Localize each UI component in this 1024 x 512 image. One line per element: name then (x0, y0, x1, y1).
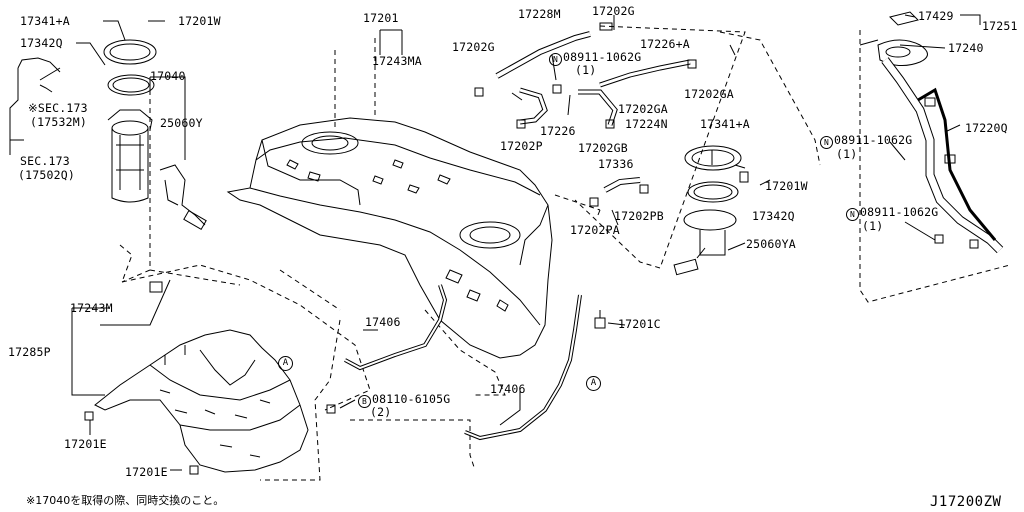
callout-sec173-a: ※SEC.173 (28, 101, 88, 115)
callout-17243ma: 17243MA (372, 54, 422, 68)
callout-17202gb: 17202GB (578, 141, 628, 155)
dashed-outlines (120, 26, 1010, 480)
callout-17202ga-a: 17202GA (684, 87, 734, 101)
ref-a-right: A (586, 374, 602, 391)
callout-17228m: 17228M (518, 7, 561, 21)
heat-insulator (85, 282, 335, 474)
fuel-tank-illustration (228, 118, 552, 358)
callout-25060y: 25060Y (160, 116, 203, 130)
callout-17336: 17336 (598, 157, 634, 171)
note-mark: ※ (28, 101, 38, 115)
callout-17341a-right: 17341+A (700, 117, 750, 131)
callout-17202p: 17202P (500, 139, 543, 153)
nut-symbol: N (820, 136, 833, 149)
callout-17040: 17040 (150, 69, 186, 83)
callout-sec173-b: SEC.173 (20, 154, 70, 168)
callout-sec173-b-sub: (17502Q) (18, 168, 75, 182)
fuel-tank-straps (345, 285, 605, 438)
callout-17201: 17201 (363, 11, 399, 25)
callout-n08911-c-qty: (1) (862, 219, 884, 233)
callout-17406-b: 17406 (490, 382, 526, 396)
callout-n08911-a-qty: (1) (575, 63, 597, 77)
callout-17202ga-b: 17202GA (618, 102, 668, 116)
callout-17202g-b: 17202G (592, 4, 635, 18)
callout-17224n: 17224N (625, 117, 668, 131)
callout-17226a: 17226+A (640, 37, 690, 51)
filler-tube (860, 12, 1000, 250)
callout-25060ya: 25060YA (746, 237, 796, 251)
callout-17220q: 17220Q (965, 121, 1008, 135)
callout-17201e-b: 17201E (125, 465, 168, 479)
callout-17202pb: 17202PB (614, 209, 664, 223)
breather-hoses (475, 23, 696, 206)
fuel-pump-module-right (674, 146, 748, 275)
callout-17243m: 17243M (70, 301, 113, 315)
callout-17201e-a: 17201E (64, 437, 107, 451)
callout-b08110-qty: (2) (370, 405, 392, 419)
callout-17251: 17251 (982, 19, 1018, 33)
nut-symbol: N (549, 53, 562, 66)
bolt-symbol: B (358, 395, 371, 408)
fuel-pump-module-left (104, 40, 206, 229)
callout-17429: 17429 (918, 9, 954, 23)
callout-17202pa: 17202PA (570, 223, 620, 237)
callout-n08911-b-qty: (1) (836, 147, 858, 161)
callout-17342q-left: 17342Q (20, 36, 63, 50)
callout-17240: 17240 (948, 41, 984, 55)
nut-symbol: N (846, 208, 859, 221)
diagram-code: J17200ZW (930, 494, 1002, 510)
callout-17201w-top: 17201W (178, 14, 221, 28)
callout-17285p: 17285P (8, 345, 51, 359)
callout-17406-a: 17406 (365, 315, 401, 329)
footnote: ※17040を取得の際、同時交換のこと。 (26, 494, 225, 507)
callout-17341a-left: 17341+A (20, 14, 70, 28)
callout-17202g-a: 17202G (452, 40, 495, 54)
callout-17201w-right: 17201W (765, 179, 808, 193)
callout-sec173-a-sub: (17532M) (30, 115, 87, 129)
ref-a-left: A (278, 354, 294, 371)
callout-17342q-right: 17342Q (752, 209, 795, 223)
leader-lines (10, 15, 980, 470)
callout-17226: 17226 (540, 124, 576, 138)
callout-17201c: 17201C (618, 317, 661, 331)
